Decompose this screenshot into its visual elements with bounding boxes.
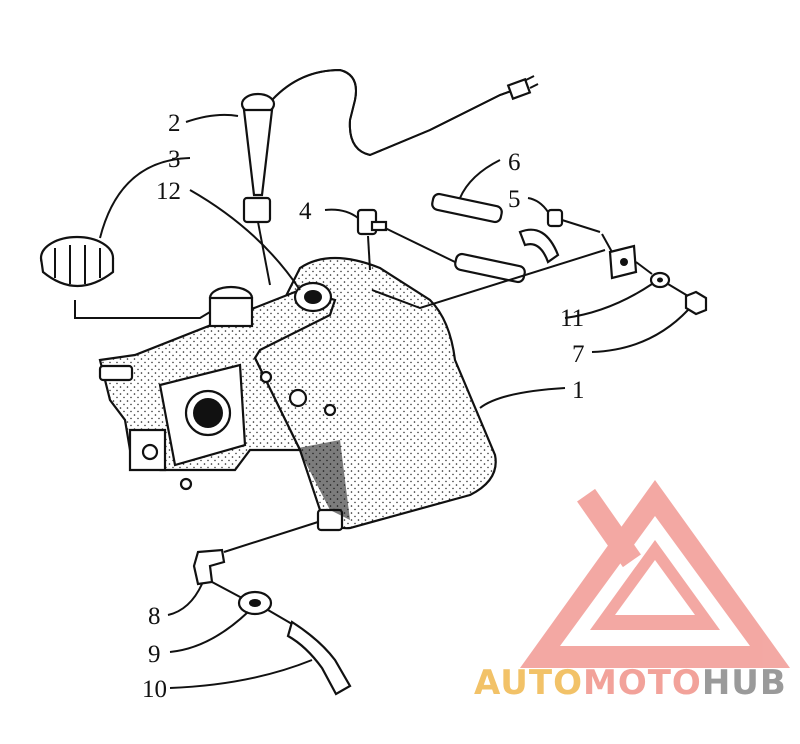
watermark-wordmark: AUTOMOTOHUB [474, 663, 787, 703]
svg-text:AUTOMOTOHUB: AUTOMOTOHUB [474, 663, 787, 703]
callout-6: 6 [508, 149, 521, 176]
callout-3: 3 [168, 146, 181, 173]
callout-8: 8 [148, 603, 161, 630]
vent-hose [431, 192, 560, 284]
callout-4: 4 [299, 198, 312, 225]
oil-tank [98, 256, 497, 532]
watermark-moto: MOTO [583, 663, 702, 703]
callout-12: 12 [156, 178, 181, 205]
level-sensor [240, 68, 539, 224]
callout-numbers: 2 3 12 4 6 5 11 7 1 8 9 10 [142, 110, 585, 703]
callout-2: 2 [168, 110, 181, 137]
callout-11: 11 [560, 305, 584, 332]
callout-7: 7 [572, 341, 585, 368]
vent-fitting [356, 208, 388, 236]
callout-5: 5 [508, 186, 521, 213]
watermark-hub: HUB [702, 663, 787, 703]
watermark-auto: AUTO [474, 663, 583, 703]
leader-lines [74, 113, 689, 689]
callout-9: 9 [148, 641, 161, 668]
callout-1: 1 [572, 377, 585, 404]
callout-10: 10 [142, 676, 167, 703]
oil-cap [39, 235, 115, 288]
mounting-hardware [546, 208, 708, 316]
watermark-logo [520, 480, 790, 668]
drain-fittings [192, 548, 352, 696]
